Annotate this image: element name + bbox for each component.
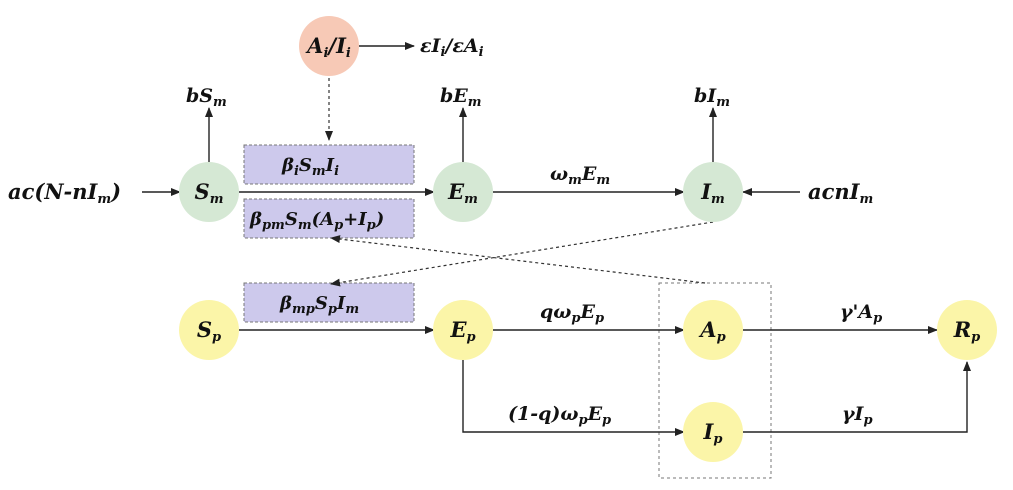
label-inflow-m: ac(N-nIm) [8,179,121,207]
node-em-label: Em [447,179,478,207]
label-gamma-i: γIp [842,403,873,428]
edge-ep-to-ip [462,360,685,436]
label-epsilon-export: εIi/εAi [420,35,484,60]
node-sm-label: Sm [195,179,224,207]
label-one-minus-q: (1-q)ωpEp [508,403,611,428]
label-beta-mp: βmpSpIm [279,293,359,317]
node-ai-ii-label: Ai/Ii [305,33,351,61]
node-ap [683,300,743,360]
label-b-im: bIm [694,85,730,110]
node-ai-ii [299,16,359,76]
rate-box-beta-i [243,144,415,185]
node-im [683,162,743,222]
label-beta-pm: βpmSm(Ap+Ip) [249,209,384,233]
asymptomatic-symptomatic-group [658,282,772,479]
node-em [433,162,493,222]
rate-box-beta-pm [243,198,415,239]
label-acn-im: acnIm [808,179,873,207]
node-rp [937,300,997,360]
label-q-omega: qωpEp [540,301,604,326]
dotted-group-to-beta-pm [330,235,706,284]
node-im-label: Im [700,179,725,207]
node-ep [433,300,493,360]
node-sp [179,300,239,360]
dotted-im-to-beta-mp [330,221,714,287]
label-omega-em: ωmEm [550,163,610,188]
node-ip-label: Ip [703,419,723,447]
edge-ip-to-rp [743,361,971,433]
node-sm [179,162,239,222]
label-b-em: bEm [440,85,482,110]
node-rp-label: Rp [953,317,981,345]
node-sp-label: Sp [197,317,221,345]
node-ap-label: Ap [698,317,725,345]
label-gamma-a: γ'Ap [840,301,882,326]
node-ep-label: Ep [449,317,475,345]
node-ip [683,402,743,462]
label-b-sm: bSm [186,85,227,110]
label-beta-i: βiSmIi [281,155,339,179]
rate-box-beta-mp [243,282,415,323]
